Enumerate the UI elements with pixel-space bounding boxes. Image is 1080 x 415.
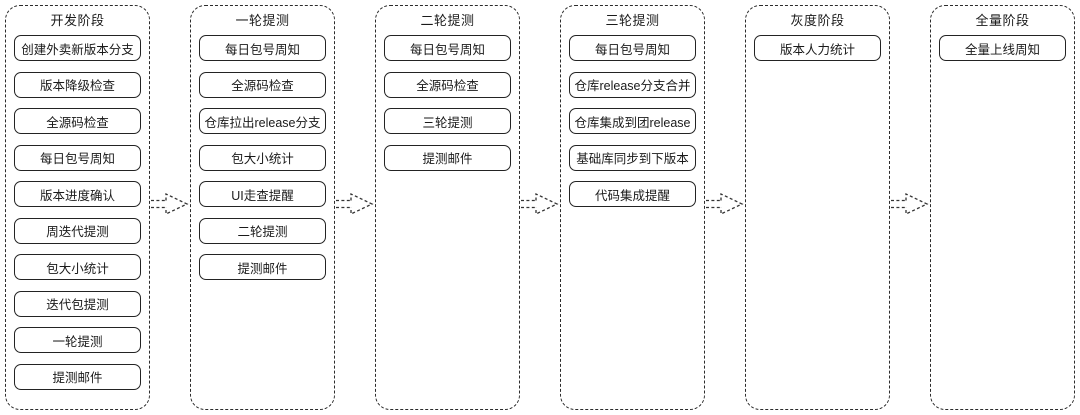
stage-round1-test: 一轮提测 每日包号周知 全源码检查 仓库拉出release分支 包大小统计 UI…	[190, 5, 335, 410]
stage-round2-test: 二轮提测 每日包号周知 全源码检查 三轮提测 提测邮件	[375, 5, 520, 410]
task-node: 创建外卖新版本分支	[14, 35, 141, 61]
dashed-right-arrow-icon	[891, 192, 929, 215]
task-node: 仓库集成到团release	[569, 108, 696, 134]
task-node: 全源码检查	[14, 108, 141, 134]
task-node: 周迭代提测	[14, 217, 141, 244]
stage-item-list: 每日包号周知 全源码检查 仓库拉出release分支 包大小统计 UI走查提醒 …	[199, 35, 326, 280]
stage-title: 一轮提测	[235, 13, 290, 28]
stage-title: 全量阶段	[975, 13, 1030, 28]
task-node: 仓库release分支合并	[569, 71, 696, 98]
flow-arrow	[890, 5, 930, 410]
flow-arrow	[335, 5, 375, 410]
task-node: 基础库同步到下版本	[569, 144, 696, 171]
task-node: 提测邮件	[14, 363, 141, 390]
task-node: 三轮提测	[384, 108, 511, 134]
task-node: 全源码检查	[199, 71, 326, 98]
stage-item-list: 版本人力统计	[754, 35, 881, 61]
task-node: 仓库拉出release分支	[199, 108, 326, 134]
stage-item-list: 创建外卖新版本分支 版本降级检查 全源码检查 每日包号周知 版本进度确认 周迭代…	[14, 35, 141, 390]
task-node: 提测邮件	[199, 254, 326, 280]
task-node: 迭代包提测	[14, 290, 141, 317]
task-node: 包大小统计	[14, 254, 141, 280]
dashed-right-arrow-icon	[706, 192, 744, 215]
task-node: 每日包号周知	[569, 35, 696, 61]
task-node: 全量上线周知	[939, 35, 1066, 61]
task-node: 全源码检查	[384, 71, 511, 98]
task-node: 版本降级检查	[14, 71, 141, 98]
flow-arrow	[520, 5, 560, 410]
task-node: 二轮提测	[199, 217, 326, 244]
task-node: 每日包号周知	[384, 35, 511, 61]
task-node: 版本人力统计	[754, 35, 881, 61]
task-node: 每日包号周知	[199, 35, 326, 61]
task-node: UI走查提醒	[199, 181, 326, 207]
dashed-right-arrow-icon	[521, 192, 559, 215]
stage-title: 灰度阶段	[790, 13, 845, 28]
flow-arrow	[150, 5, 190, 410]
stage-gray-release: 灰度阶段 版本人力统计	[745, 5, 890, 410]
stage-item-list: 全量上线周知	[939, 35, 1066, 61]
dashed-right-arrow-icon	[151, 192, 189, 215]
dashed-right-arrow-icon	[336, 192, 374, 215]
stage-title: 三轮提测	[605, 13, 660, 28]
stage-round3-test: 三轮提测 每日包号周知 仓库release分支合并 仓库集成到团release …	[560, 5, 705, 410]
stage-item-list: 每日包号周知 仓库release分支合并 仓库集成到团release 基础库同步…	[569, 35, 696, 207]
task-node: 每日包号周知	[14, 144, 141, 171]
stage-development: 开发阶段 创建外卖新版本分支 版本降级检查 全源码检查 每日包号周知 版本进度确…	[5, 5, 150, 410]
flow-arrow	[705, 5, 745, 410]
task-node: 代码集成提醒	[569, 181, 696, 207]
stage-full-release: 全量阶段 全量上线周知	[930, 5, 1075, 410]
stage-title: 开发阶段	[50, 13, 105, 28]
stage-title: 二轮提测	[420, 13, 475, 28]
task-node: 包大小统计	[199, 144, 326, 171]
task-node: 一轮提测	[14, 327, 141, 353]
task-node: 提测邮件	[384, 144, 511, 171]
stage-item-list: 每日包号周知 全源码检查 三轮提测 提测邮件	[384, 35, 511, 171]
task-node: 版本进度确认	[14, 181, 141, 207]
